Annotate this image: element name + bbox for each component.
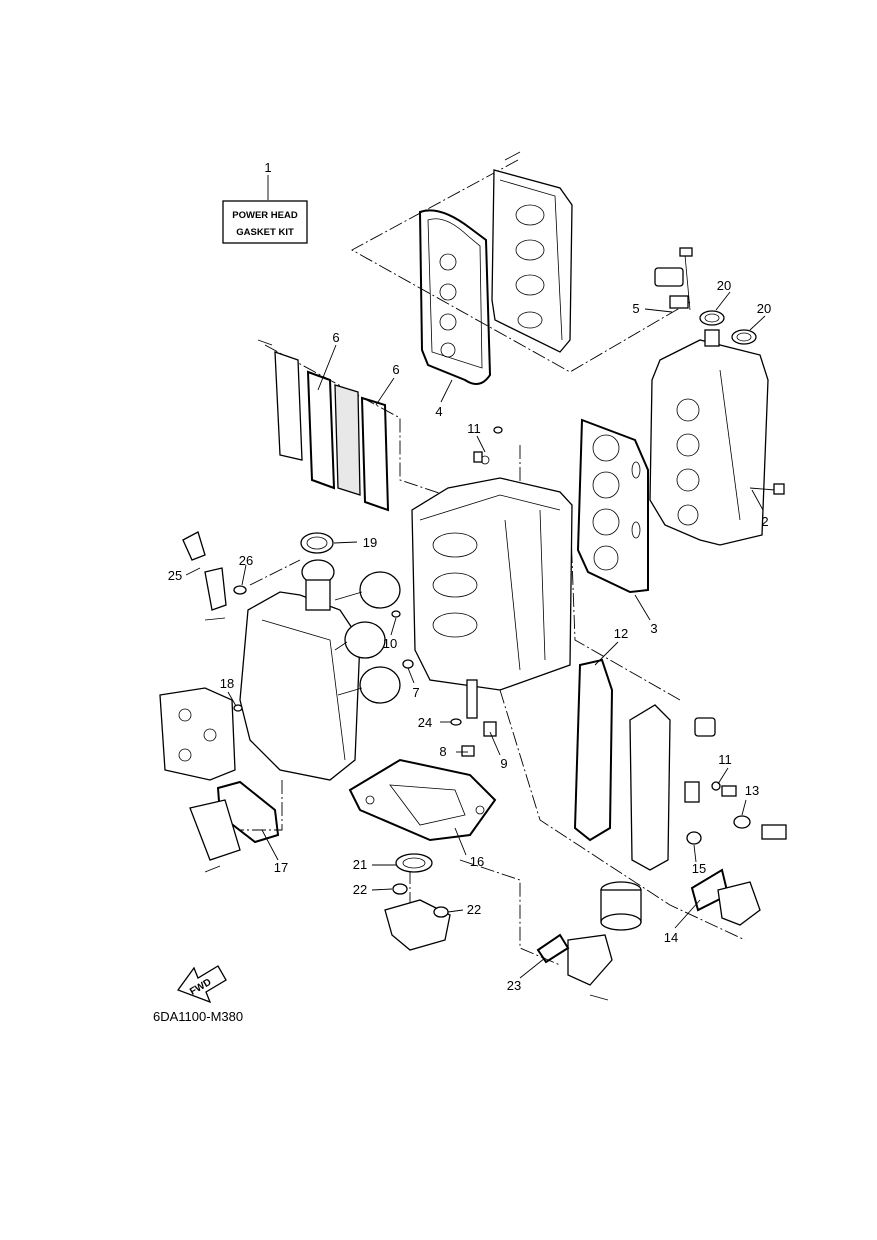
callout-5: 5: [632, 301, 639, 316]
lower-oil-seal-housing: [384, 853, 451, 951]
callout-numbers: 1 2 3 4 5 6 6 7 8 9 10 11 11 12 13 14 15…: [168, 160, 771, 993]
callout-25: 25: [168, 568, 182, 583]
callout-11a: 11: [467, 421, 481, 436]
cylinder-head-cover: [491, 151, 573, 353]
callout-6b: 6: [392, 362, 399, 377]
callout-24: 24: [418, 715, 432, 730]
cam-sensor: [654, 247, 693, 311]
leader-lines: [185, 175, 766, 979]
oil-filler-fitting: [182, 531, 247, 621]
lower-left-bracket: [159, 687, 236, 781]
callout-11b: 11: [718, 752, 732, 767]
callout-23: 23: [507, 978, 521, 993]
callout-10: 10: [383, 636, 397, 651]
callout-22a: 22: [353, 882, 367, 897]
fwd-arrow: FWD: [176, 965, 227, 1004]
callout-13: 13: [745, 783, 759, 798]
callout-1: 1: [264, 160, 271, 175]
callout-3: 3: [650, 621, 657, 636]
thermostat-fittings: [684, 717, 787, 845]
callout-7: 7: [412, 685, 419, 700]
callout-21: 21: [353, 857, 367, 872]
diagram-code: 6DA1100-M380: [153, 1009, 243, 1024]
callout-2: 2: [761, 514, 768, 529]
head-cover-gasket: [418, 209, 492, 385]
callout-9: 9: [500, 756, 507, 771]
gasket-kit-label: POWER HEAD GASKET KIT: [222, 200, 308, 244]
head-bolt: [749, 483, 785, 495]
callout-16: 16: [470, 854, 484, 869]
callout-8: 8: [439, 744, 446, 759]
callout-12: 12: [614, 626, 628, 641]
cylinder-head: [649, 329, 769, 546]
crank-oil-seal: [300, 532, 334, 554]
callout-19: 19: [363, 535, 377, 550]
crankcase-assembly: [239, 559, 401, 781]
small-orings: [233, 610, 497, 757]
callout-22b: 22: [467, 902, 481, 917]
kit-label-line2: GASKET KIT: [236, 227, 294, 238]
callout-6a: 6: [332, 330, 339, 345]
callout-20a: 20: [717, 278, 731, 293]
exhaust-gasket: [348, 758, 497, 842]
callout-20b: 20: [757, 301, 771, 316]
kit-label-line1: POWER HEAD: [232, 210, 298, 221]
callout-17: 17: [274, 860, 288, 875]
cylinder-head-gasket: [576, 418, 649, 594]
oil-seals: [699, 310, 757, 345]
bracket-gasket: [189, 780, 280, 873]
callout-4: 4: [435, 404, 442, 419]
callout-14: 14: [664, 930, 678, 945]
exhaust-cover-gaskets: [257, 339, 390, 512]
right-side-gaskets: [573, 658, 761, 926]
cylinder-block: [411, 426, 573, 691]
callout-26: 26: [239, 553, 253, 568]
oil-filter-assembly: [536, 881, 642, 1001]
callout-15: 15: [692, 861, 706, 876]
callout-18: 18: [220, 676, 234, 691]
